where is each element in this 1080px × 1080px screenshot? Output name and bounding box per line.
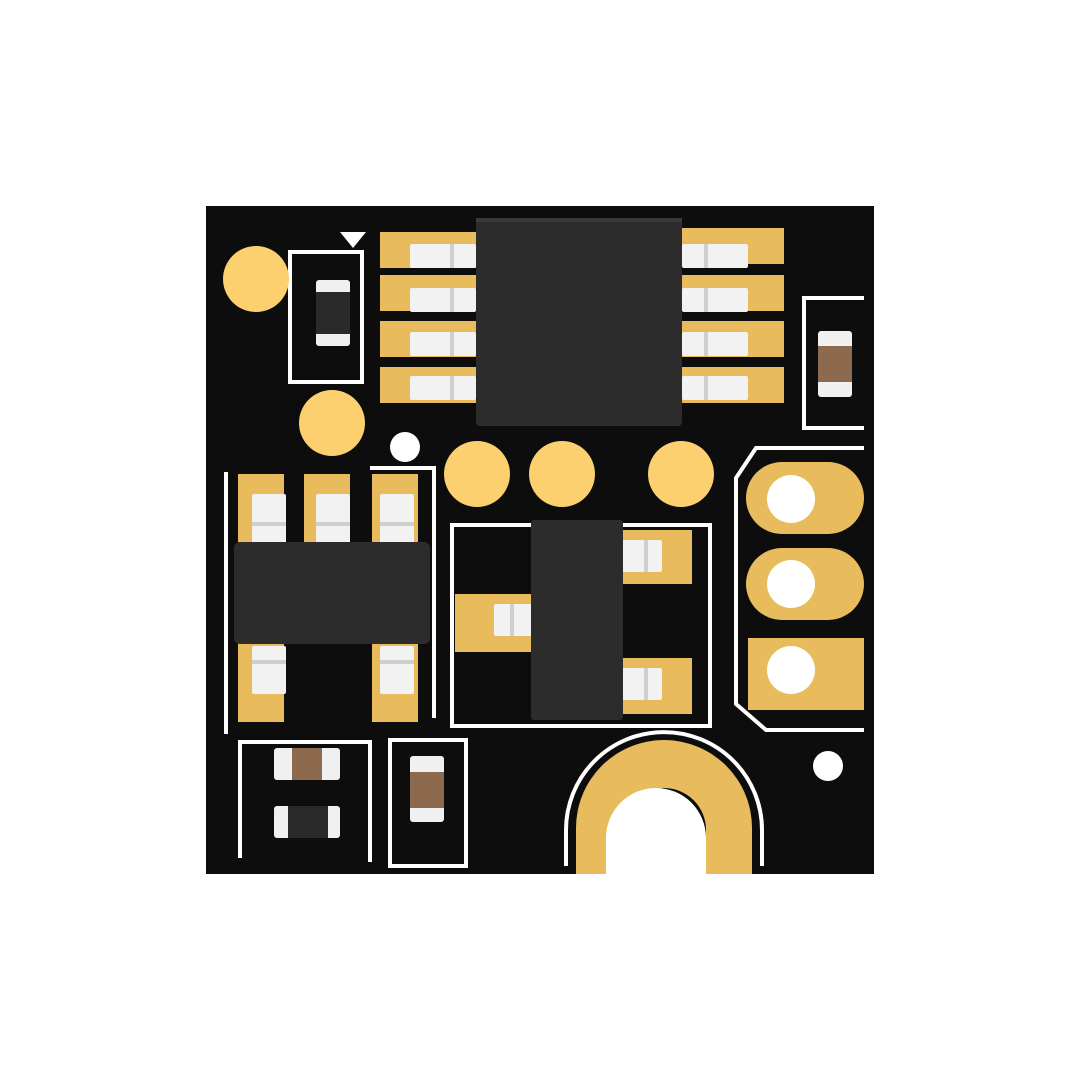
silkscreen-header-outline [734,446,864,732]
sot223-body [531,520,623,720]
round-pad-a [444,441,510,507]
soic8-ic [380,218,784,426]
pin1-marker-icon [340,232,366,248]
soic8-body [476,218,682,426]
silkscreen-box-c1 [288,250,364,384]
silkscreen-line-right [370,466,436,718]
sot223-regulator [450,520,712,728]
test-pad-1 [223,246,289,312]
edge-slot-pad [564,730,764,874]
header-hole-1 [767,475,815,523]
round-pad-b [529,441,595,507]
silkscreen-box-r2 [388,738,468,868]
test-pad-2 [299,390,365,456]
smd-resistor-r2 [410,756,444,822]
soic8-left-leads [410,244,476,400]
smd-resistor-r1 [818,331,852,397]
bottom-left-parts [238,740,372,862]
soic8-right-leads [682,244,748,400]
sot23-ic [224,466,436,734]
mounting-hole-1 [390,432,420,462]
round-pad-c [648,441,714,507]
mounting-hole-2 [813,751,843,781]
sot23-body [234,542,430,644]
silkscreen-bracket-r1 [802,296,864,430]
header-hole-2 [767,560,815,608]
smd-capacitor-c1 [316,280,350,346]
header-3pin [734,446,864,732]
header-hole-3 [767,646,815,694]
